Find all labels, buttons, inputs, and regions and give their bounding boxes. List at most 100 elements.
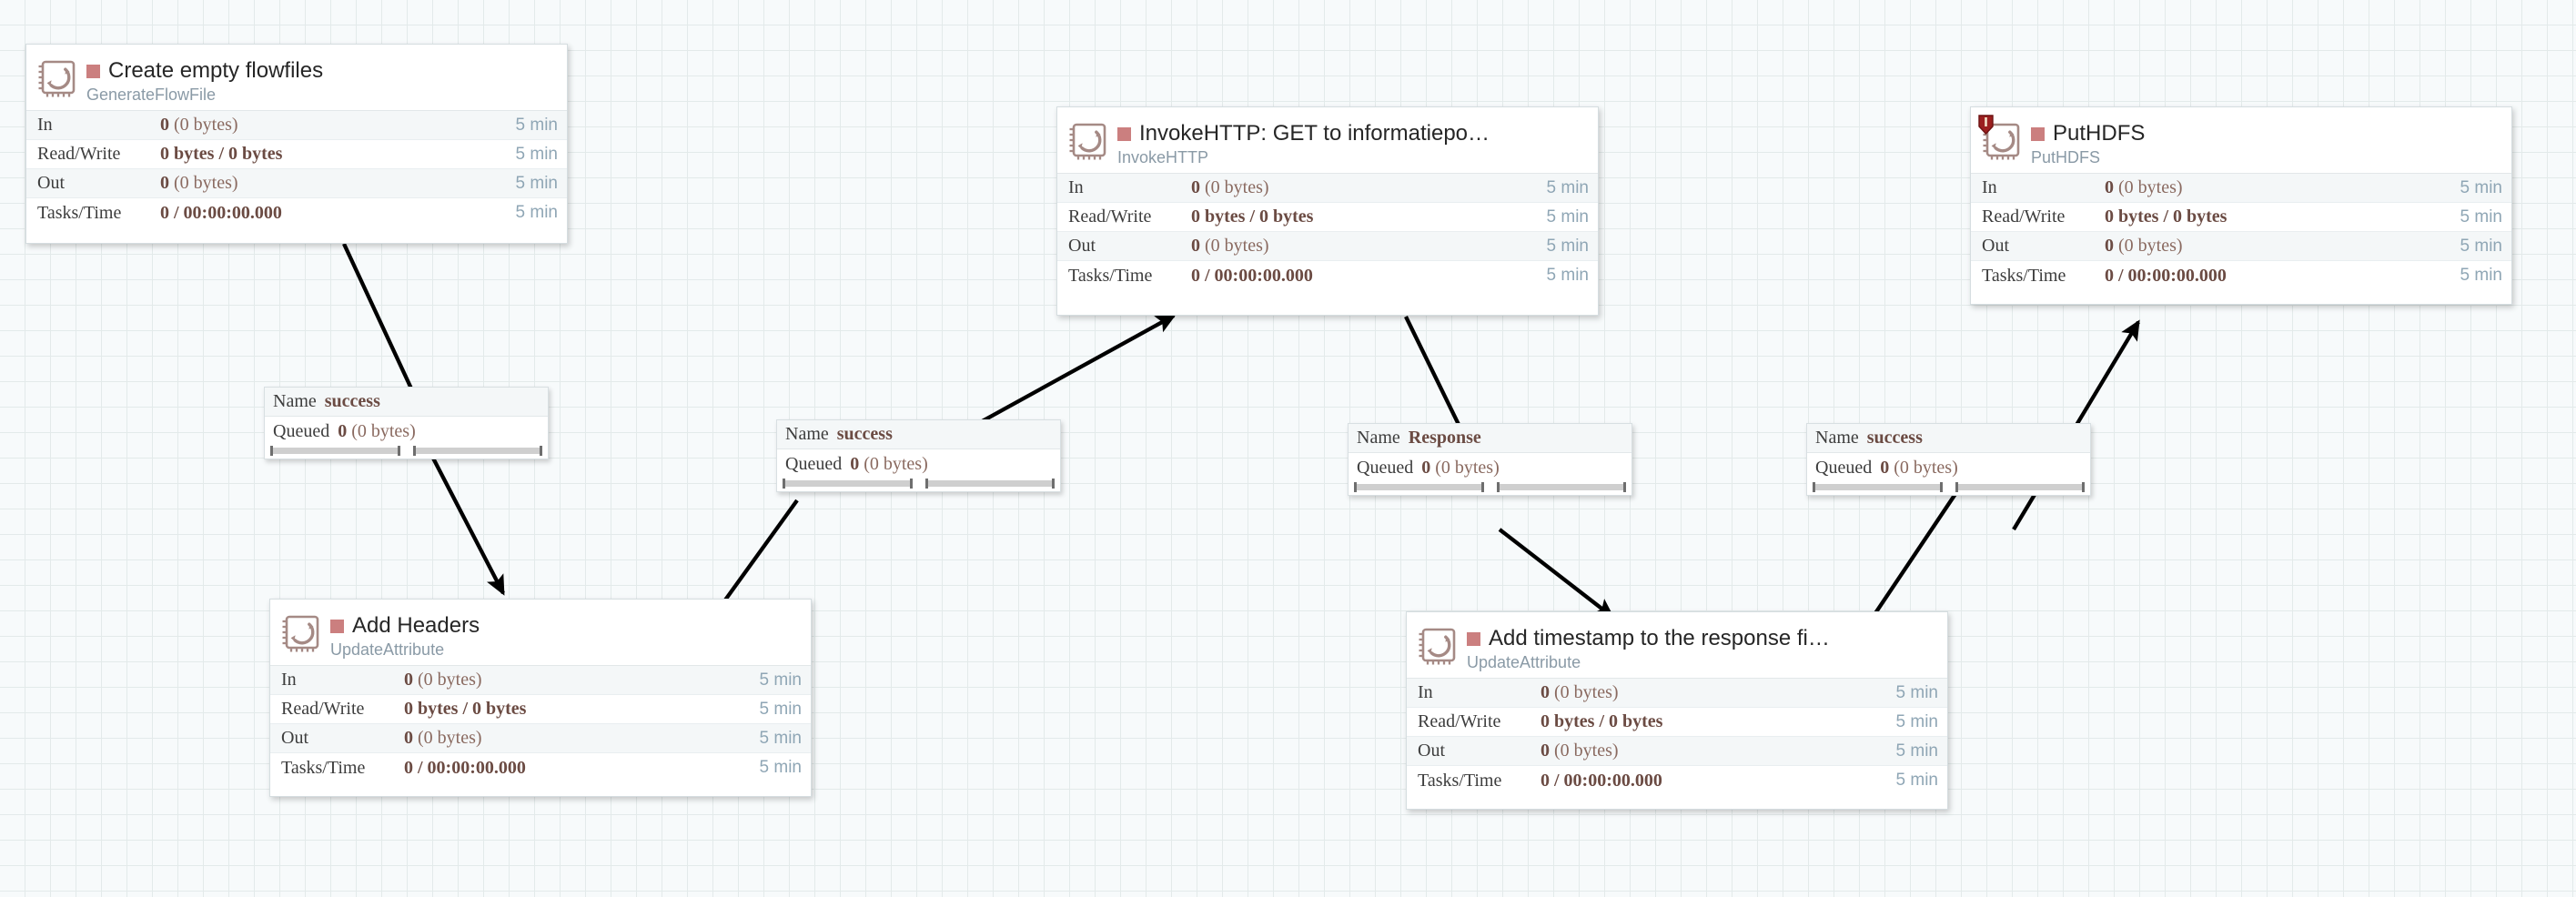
stat-row-out: Out 0 (0 bytes) 5 min (1407, 737, 1947, 766)
processor-type: UpdateAttribute (330, 640, 445, 659)
stat-label-out: Out (281, 728, 308, 748)
connection-queued-row: Queued 0 (0 bytes) (777, 449, 1060, 479)
connection-queued-row: Queued 0 (0 bytes) (1349, 453, 1631, 482)
processor-stats: In 0 (0 bytes) 5 min Read/Write 0 bytes … (1057, 173, 1598, 290)
processor-name: PutHDFS (2053, 122, 2146, 146)
stat-window-out: 5 min (1546, 236, 1589, 256)
stat-window-read-write: 5 min (1895, 711, 1938, 731)
stat-row-in: In 0 (0 bytes) 5 min (1407, 679, 1947, 708)
stat-row-tasks-time: Tasks/Time 0 / 00:00:00.000 5 min (26, 198, 567, 227)
queue-count-bar (783, 479, 913, 489)
stat-row-out: Out 0 (0 bytes) 5 min (1971, 232, 2511, 261)
processor-type: UpdateAttribute (1467, 653, 1581, 671)
stat-window-in: 5 min (515, 115, 558, 135)
stopped-square-icon (1117, 126, 1131, 141)
connection-queue-bars (1807, 482, 2090, 495)
processor-titles: Add timestamp to the response fi… Update… (1467, 625, 1938, 672)
edge-label-to-addheaders (426, 447, 505, 596)
stat-value-in: 0 (0 bytes) (1191, 177, 1269, 197)
connection-queued-value: 0 (0 bytes) (1880, 457, 1958, 478)
connection-queued-key: Queued (785, 453, 843, 474)
connection-label-generate-to-addheaders[interactable]: Name success Queued 0 (0 bytes) (264, 387, 549, 459)
stat-window-read-write: 5 min (1546, 207, 1589, 227)
stat-value-out: 0 (0 bytes) (404, 728, 482, 748)
stat-label-read-write: Read/Write (281, 699, 365, 719)
connection-name-row: Name success (265, 388, 548, 417)
processor-name: Create empty flowfiles (108, 59, 324, 83)
processor-header: Add timestamp to the response fi… Update… (1407, 612, 1947, 678)
stat-value-tasks-time: 0 / 00:00:00.000 (1191, 265, 1313, 286)
connection-name-value: success (324, 391, 380, 411)
stat-label-in: In (281, 670, 297, 690)
connection-name-value: success (1866, 428, 1923, 448)
stat-window-in: 5 min (1546, 177, 1589, 197)
connection-queued-value: 0 (0 bytes) (338, 420, 416, 441)
stat-window-out: 5 min (2460, 236, 2502, 256)
connection-name-row: Name success (777, 420, 1060, 449)
edge-label3-to-addtimestamp (1498, 528, 1615, 619)
processor-name: Add timestamp to the response fi… (1489, 627, 1830, 650)
connection-label-addheaders-to-invokehttp[interactable]: Name success Queued 0 (0 bytes) (776, 419, 1061, 492)
stat-label-tasks-time: Tasks/Time (1068, 265, 1153, 286)
stat-label-tasks-time: Tasks/Time (1982, 265, 2066, 286)
stat-value-read-write: 0 bytes / 0 bytes (2105, 207, 2227, 227)
connection-name-value: success (836, 424, 893, 444)
connection-name-row: Name success (1807, 424, 2090, 453)
stat-label-out: Out (1982, 236, 2009, 256)
connection-name-row: Name Response (1349, 424, 1631, 453)
stat-label-read-write: Read/Write (1068, 207, 1152, 227)
stat-row-read-write: Read/Write 0 bytes / 0 bytes 5 min (1057, 203, 1598, 232)
connection-queued-row: Queued 0 (0 bytes) (265, 417, 548, 446)
stat-row-tasks-time: Tasks/Time 0 / 00:00:00.000 5 min (1057, 261, 1598, 290)
processor-icon (37, 57, 79, 99)
processor-add-timestamp[interactable]: Add timestamp to the response fi… Update… (1406, 611, 1948, 810)
edge-label2-to-invokehttp (965, 314, 1177, 431)
queue-count-bar (1354, 482, 1484, 492)
stat-value-in: 0 (0 bytes) (404, 670, 482, 690)
processor-invokehttp[interactable]: InvokeHTTP: GET to informatiepo… InvokeH… (1056, 106, 1599, 316)
stat-label-read-write: Read/Write (1418, 711, 1501, 731)
edge-addheaders-to-label2 (715, 499, 799, 613)
processor-stats: In 0 (0 bytes) 5 min Read/Write 0 bytes … (1407, 678, 1947, 795)
processor-add-headers[interactable]: Add Headers UpdateAttribute In 0 (0 byte… (269, 599, 812, 797)
stat-window-read-write: 5 min (2460, 207, 2502, 227)
stat-label-read-write: Read/Write (1982, 207, 2066, 227)
stat-value-in: 0 (0 bytes) (1541, 682, 1619, 702)
bulletin-indicator-icon[interactable] (1978, 115, 1994, 135)
processor-stats: In 0 (0 bytes) 5 min Read/Write 0 bytes … (26, 110, 567, 227)
stat-value-tasks-time: 0 / 00:00:00.000 (160, 202, 282, 223)
connection-queue-bars (265, 446, 548, 459)
queue-size-bar (1955, 482, 2085, 492)
processor-header: Create empty flowfiles GenerateFlowFile (26, 45, 567, 110)
stat-value-in: 0 (0 bytes) (2105, 177, 2183, 197)
stat-window-in: 5 min (2460, 177, 2502, 197)
stat-row-in: In 0 (0 bytes) 5 min (270, 666, 811, 695)
processor-generateflowfile[interactable]: Create empty flowfiles GenerateFlowFile … (25, 44, 568, 244)
stat-window-in: 5 min (1895, 682, 1938, 702)
connection-queued-key: Queued (273, 420, 330, 441)
queue-size-bar (924, 479, 1055, 489)
stat-window-read-write: 5 min (515, 144, 558, 164)
stat-label-in: In (37, 115, 53, 135)
stat-row-read-write: Read/Write 0 bytes / 0 bytes 5 min (270, 695, 811, 724)
processor-type: PutHDFS (2031, 148, 2101, 166)
processor-icon (281, 612, 323, 654)
stat-row-in: In 0 (0 bytes) 5 min (1057, 174, 1598, 203)
stat-value-out: 0 (0 bytes) (2105, 236, 2183, 256)
stat-label-out: Out (37, 173, 65, 193)
processor-name: InvokeHTTP: GET to informatiepo… (1139, 122, 1490, 146)
connection-name-key: Name (1815, 428, 1859, 448)
connection-label-addtimestamp-to-puthdfs[interactable]: Name success Queued 0 (0 bytes) (1806, 423, 2091, 496)
connection-label-invokehttp-to-addtimestamp[interactable]: Name Response Queued 0 (0 bytes) (1348, 423, 1632, 496)
processor-stats: In 0 (0 bytes) 5 min Read/Write 0 bytes … (1971, 173, 2511, 290)
processor-stats: In 0 (0 bytes) 5 min Read/Write 0 bytes … (270, 665, 811, 782)
processor-header: Add Headers UpdateAttribute (270, 600, 811, 665)
stat-window-tasks-time: 5 min (759, 758, 802, 777)
connection-queued-row: Queued 0 (0 bytes) (1807, 453, 2090, 482)
processor-puthdfs[interactable]: PutHDFS PutHDFS In 0 (0 bytes) 5 min Rea… (1970, 106, 2512, 305)
stat-window-tasks-time: 5 min (1546, 266, 1589, 285)
stat-row-read-write: Read/Write 0 bytes / 0 bytes 5 min (1971, 203, 2511, 232)
processor-type: InvokeHTTP (1117, 148, 1209, 166)
stat-row-in: In 0 (0 bytes) 5 min (26, 111, 567, 140)
